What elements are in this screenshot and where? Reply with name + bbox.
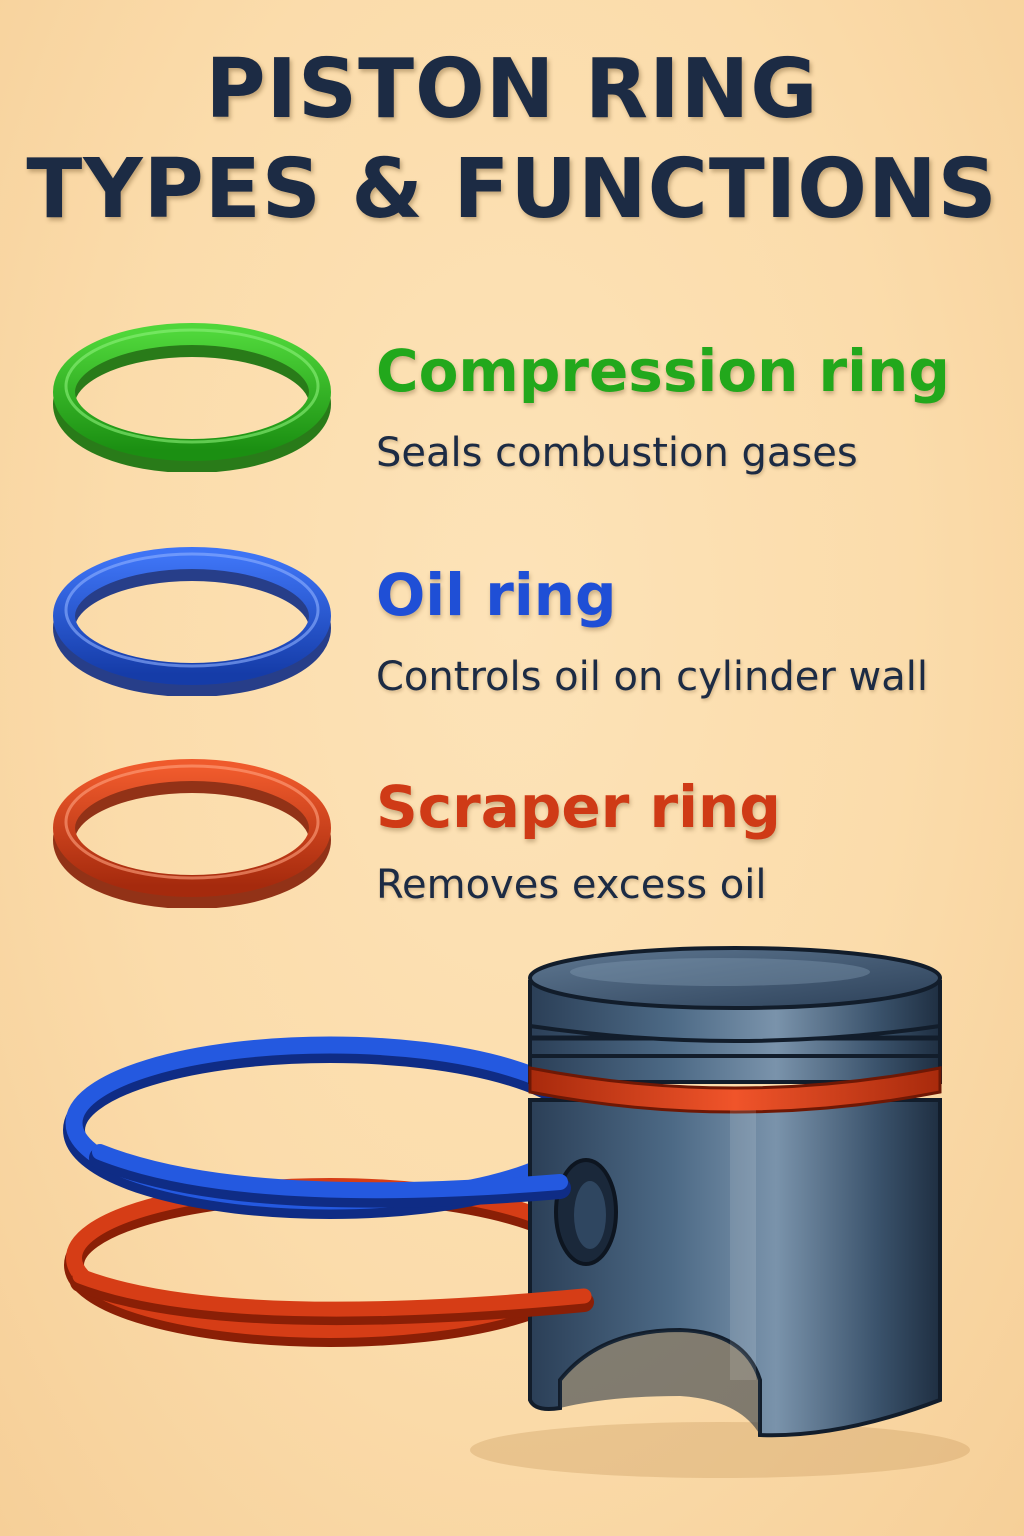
ring-desc-compression: Seals combustion gases [376,430,858,476]
green-ring-icon [53,323,331,472]
ring-desc-scraper: Removes excess oil [376,862,767,908]
title-line-1: PISTON RING [205,42,819,137]
ring-desc-oil: Controls oil on cylinder wall [376,654,928,700]
ring-name-oil: Oil ring [376,561,617,629]
ring-name-compression: Compression ring [376,337,950,405]
red-ring-icon [53,759,331,908]
blue-ring-icon [53,547,331,696]
ring-name-scraper: Scraper ring [376,773,781,841]
piston-with-rings-icon [63,946,970,1478]
title-line-2: TYPES & FUNCTIONS [26,142,998,237]
